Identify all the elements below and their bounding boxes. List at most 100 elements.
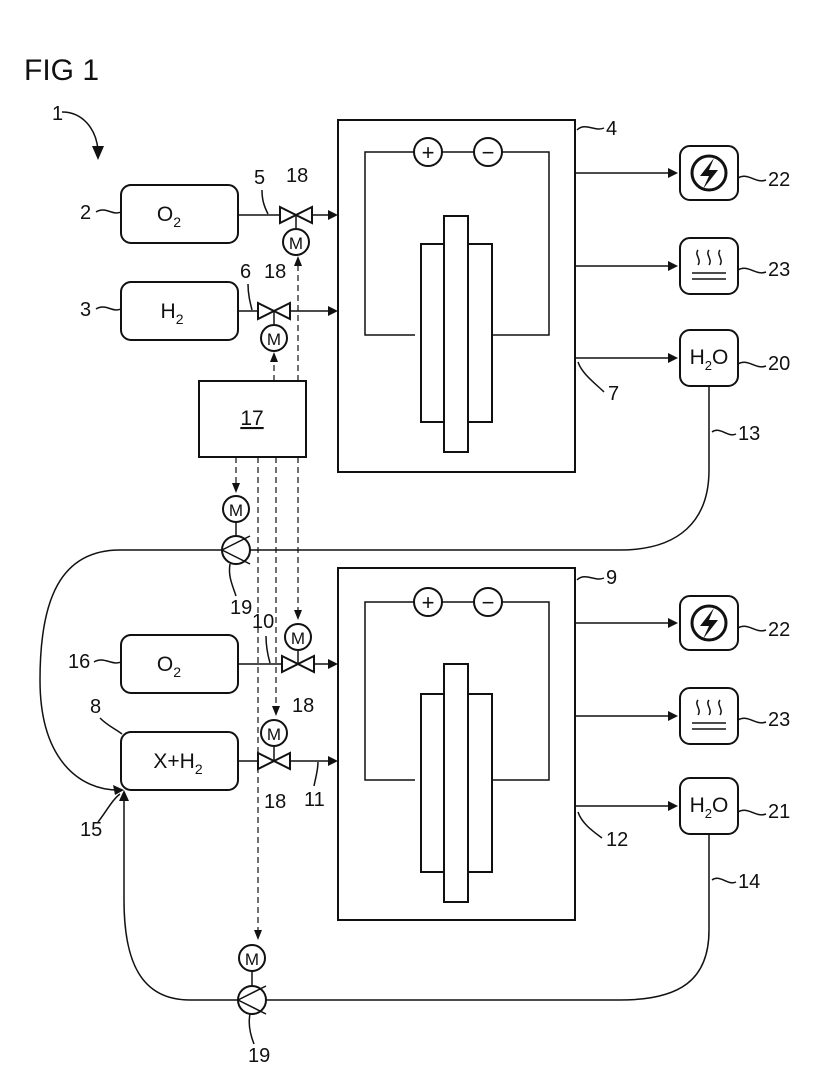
ref-6-leader [248,284,252,310]
system-ref-arrow [62,112,98,150]
ref-11: 11 [304,789,325,811]
ref-4: 4 [606,118,617,140]
svg-text:M: M [229,501,243,520]
ref-3-leader [96,307,121,310]
tank-xh2-bottom-label: X+H2 [153,750,202,777]
ref-13: 13 [738,423,760,445]
ref-13-leader [712,430,736,435]
minus-sign-top: − [482,140,495,165]
ref-15: 15 [80,819,102,841]
motor-valve-h2-bottom: M [261,720,287,761]
water-label-bottom: H2O [690,794,729,821]
ref-10-leader [266,636,270,663]
heat-output-bottom [680,688,738,744]
svg-text:M: M [245,950,259,969]
ref-18-a: 18 [286,165,308,187]
ref-21-leader [738,810,766,815]
tank-o2-top-label: O2 [157,203,181,230]
ref-23-top: 23 [768,259,790,281]
system-ref-arrowhead [92,146,104,160]
ref-16: 16 [68,651,90,673]
ref-5-leader [262,190,268,214]
heat-output-top [680,238,738,294]
h2-line-bottom-arrowhead [328,756,338,766]
power-line-bottom-arrowhead [668,618,678,628]
ref-2: 2 [80,202,91,224]
ref-23-bottom-leader [738,718,766,723]
ref-5: 5 [254,167,265,189]
control-arrow-h2-top [270,352,278,362]
membrane-bottom [444,664,468,902]
lightning-icon-top [692,156,726,190]
ref-8-leader [100,718,122,734]
plus-sign-bottom: + [422,590,435,615]
ref-6: 6 [240,261,251,283]
ref-22-bottom-leader [738,626,766,631]
ref-9-leader [577,577,604,580]
system-ref: 1 [52,103,63,125]
control-arrow-o2-bottom [294,610,302,620]
minus-sign-bottom: − [482,590,495,615]
svg-text:M: M [289,234,303,253]
water-line-bottom-arrowhead [668,801,678,811]
lightning-icon-bottom [692,606,726,640]
h2-line-top-arrowhead [328,306,338,316]
plus-sign-top: + [422,140,435,165]
ref-23-bottom: 23 [768,709,790,731]
ref-7: 7 [608,383,619,405]
pump-top: M [222,496,250,564]
ref-15-leader [98,794,120,822]
heat-line-top-arrowhead [668,261,678,271]
motor-valve-h2-top: M [261,311,287,351]
ref-16-leader [94,660,121,663]
ref-4-leader [577,127,604,130]
ref-19-top: 19 [230,597,252,619]
water-line-top-arrowhead [668,353,678,363]
ref-19-bottom-leader [249,1014,254,1044]
ref-12: 12 [606,829,628,851]
ref-21: 21 [768,801,790,823]
ref-14-leader [712,878,736,883]
ref-20-leader [738,362,766,367]
heat-icon-top [692,250,726,279]
o2-line-top-arrowhead [328,210,338,220]
ref-7-leader [578,362,604,392]
ref-20: 20 [768,353,790,375]
ref-23-top-leader [738,268,766,273]
svg-text:M: M [267,725,281,744]
ref-22-top-leader [738,176,766,181]
ref-3: 3 [80,299,91,321]
o2-line-bottom-arrowhead [328,659,338,669]
ref-19-bottom: 19 [248,1045,270,1067]
ref-18-b: 18 [264,261,286,283]
control-arrow-h2-bottom [272,706,280,716]
ref-19-top-leader [229,564,236,596]
pump-bottom: M [238,945,266,1014]
motor-valve-o2-top: M [283,215,309,255]
ref-2-leader [96,210,121,213]
figure-title: FIG 1 [24,54,99,87]
svg-text:M: M [291,629,305,648]
control-arrow-o2-top [294,256,302,266]
ref-18-d: 18 [264,791,286,813]
ref-18-c: 18 [292,695,314,717]
tank-h2-top-label: H2 [161,300,184,327]
ref-12-leader [578,812,602,838]
svg-text:M: M [267,330,281,349]
motor-valve-o2-bottom: M [285,624,311,664]
membrane-top [444,216,468,452]
ref-11-leader [314,762,318,786]
control-arrow-pump-top [232,483,240,493]
ref-22-bottom: 22 [768,619,790,641]
controller-ref: 17 [240,407,263,430]
heat-icon-bottom [692,700,726,729]
power-line-top-arrowhead [668,168,678,178]
ref-9: 9 [606,567,617,589]
ref-14: 14 [738,871,760,893]
control-arrow-pump-bottom [254,930,262,940]
ref-22-top: 22 [768,169,790,191]
water-label-top: H2O [690,346,729,373]
ref-10: 10 [252,611,274,633]
heat-line-bottom-arrowhead [668,711,678,721]
